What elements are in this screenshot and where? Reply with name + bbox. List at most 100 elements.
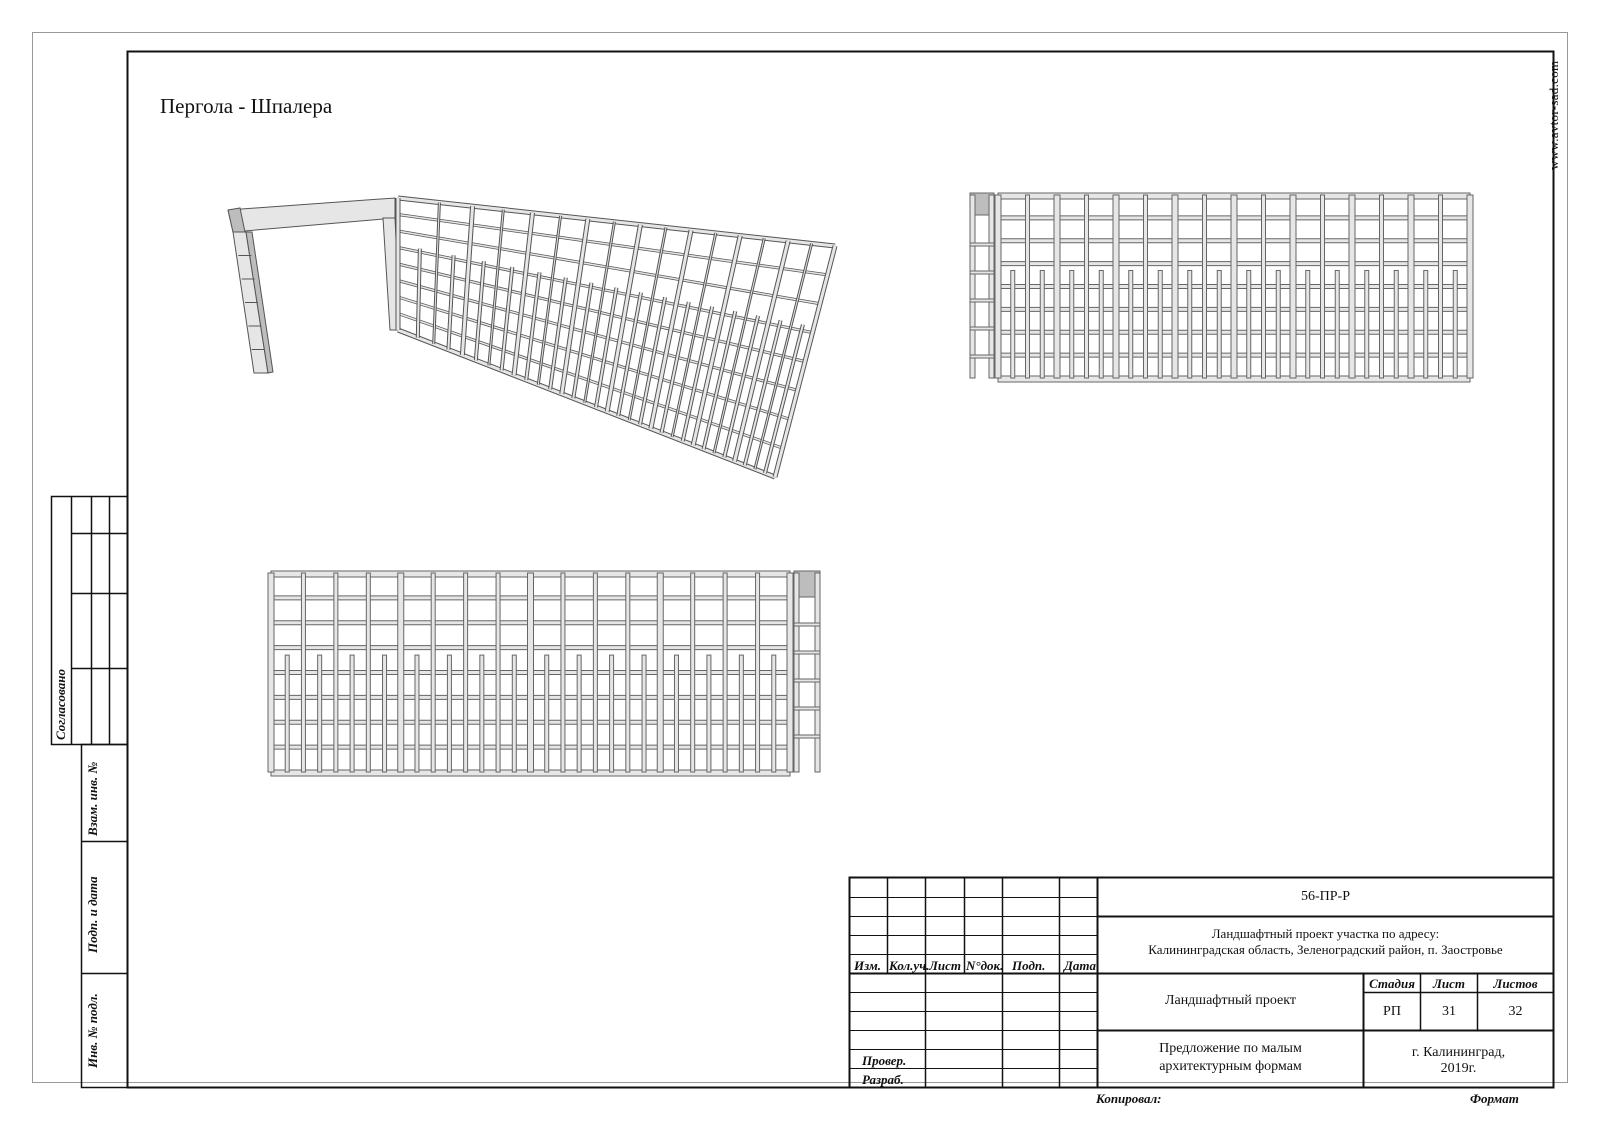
side-rung (793, 622, 821, 627)
trellis-stake (349, 654, 355, 773)
main-post (1348, 194, 1356, 379)
trellis-stake (1157, 269, 1163, 379)
main-post (267, 572, 275, 773)
main-post (1407, 194, 1415, 379)
perspective-stake-face (660, 301, 690, 433)
trellis-stake (1364, 269, 1370, 379)
format-label: Формат (1470, 1091, 1519, 1106)
vertical-slat (1320, 194, 1325, 379)
sheet-label: Лист (1432, 976, 1466, 991)
perspective-post-face (433, 202, 440, 344)
side-rung (969, 326, 995, 331)
vertical-slat (365, 572, 371, 773)
main-post (656, 572, 664, 773)
perspective-post-face (605, 224, 642, 412)
trellis-stake (1187, 269, 1193, 379)
doc-code: 56-ПР-Р (1300, 889, 1350, 904)
trellis-stake (1216, 269, 1222, 379)
vertical-slat (560, 572, 566, 773)
perspective-stake-face (743, 319, 782, 466)
trellis-stake (706, 654, 712, 773)
side-rung (793, 734, 821, 739)
trellis-stake (284, 654, 290, 773)
perspective-post-face (671, 232, 717, 438)
trellis-stake (446, 654, 452, 773)
main-post (397, 572, 405, 773)
sheets-value: 32 (1508, 1004, 1523, 1019)
stamp-replaced-inv: Взам. инв. № (85, 761, 100, 836)
trellis-stake (1069, 269, 1075, 379)
side-rung (969, 270, 995, 275)
trellis-stake (511, 654, 517, 773)
perspective-post-face (512, 212, 534, 376)
pergola-perspective-view (227, 195, 838, 480)
perspective-stake-face (447, 255, 455, 350)
trellis-stake (382, 654, 388, 773)
stamp-original-inv: Инв. № подл. (85, 993, 100, 1068)
trellis-stake (479, 654, 485, 773)
perspective-post-face (733, 240, 790, 462)
vertical-slat (690, 572, 696, 773)
trellis-stake (317, 654, 323, 773)
perspective-post-face (537, 215, 562, 385)
trellis-stake (414, 654, 420, 773)
stage-label: Стадия (1369, 976, 1415, 991)
role-checked: Провер. (862, 1053, 907, 1068)
main-post (786, 572, 794, 773)
side-rung (793, 678, 821, 683)
perspective-post-face (691, 235, 742, 446)
perspective-stake-face (572, 282, 593, 399)
vertical-slat (333, 572, 339, 773)
perspective-post-face (488, 209, 504, 366)
trellis-stake (1128, 269, 1134, 379)
main-post (994, 194, 1002, 379)
sheet-value: 31 (1442, 1004, 1456, 1019)
sheets-label: Листов (1493, 976, 1538, 991)
side-post (814, 572, 821, 773)
project-address-line1: Ландшафтный проект участка по адресу: (1211, 926, 1440, 941)
copied-label: Копировал: (1096, 1091, 1162, 1106)
vertical-slat (1084, 194, 1089, 379)
col-signature: Подп. (1012, 958, 1046, 973)
trellis-stake (641, 654, 647, 773)
main-post (527, 572, 534, 773)
vertical-slat (755, 572, 761, 773)
trellis-stake (1305, 269, 1311, 379)
side-post (988, 194, 995, 379)
perspective-stake-face (639, 297, 667, 425)
project-address-line2: Калининградская область, Зеленоградский … (1148, 942, 1503, 957)
trellis-stake (1098, 269, 1104, 379)
perspective-stake-face (500, 266, 514, 371)
vertical-slat (1379, 194, 1384, 379)
vertical-slat (625, 572, 631, 773)
perspective-post-face (649, 229, 693, 429)
perspective-post-face (584, 221, 615, 403)
vertical-slat (592, 572, 598, 773)
trellis-stake (544, 654, 550, 773)
perspective-stake-face (416, 248, 421, 338)
trellis-stake (576, 654, 582, 773)
role-developed: Разраб. (862, 1072, 904, 1087)
main-post (1171, 194, 1179, 379)
vertical-slat (1025, 194, 1030, 379)
vertical-slat (722, 572, 728, 773)
perspective-stake-face (595, 287, 618, 408)
perspective-post-face (773, 245, 837, 478)
arch-beam (227, 197, 396, 233)
site-url: www.avtor-sad.com (1546, 60, 1561, 170)
trellis-stake (1275, 269, 1281, 379)
perspective-stake-face (723, 315, 760, 458)
col-change: Изм. (854, 958, 882, 973)
side-rung (969, 298, 995, 303)
trellis-stake (1246, 269, 1252, 379)
trellis-stake (609, 654, 615, 773)
vertical-slat (495, 572, 501, 773)
sheet-title: Пергола - Шпалера (160, 94, 333, 118)
sheet-title-line2: архитектурным формам (1159, 1059, 1302, 1074)
trellis-stake (1039, 269, 1045, 379)
perspective-stake-face (617, 292, 642, 417)
perspective-post-face (628, 227, 667, 421)
main-post (1053, 194, 1061, 379)
